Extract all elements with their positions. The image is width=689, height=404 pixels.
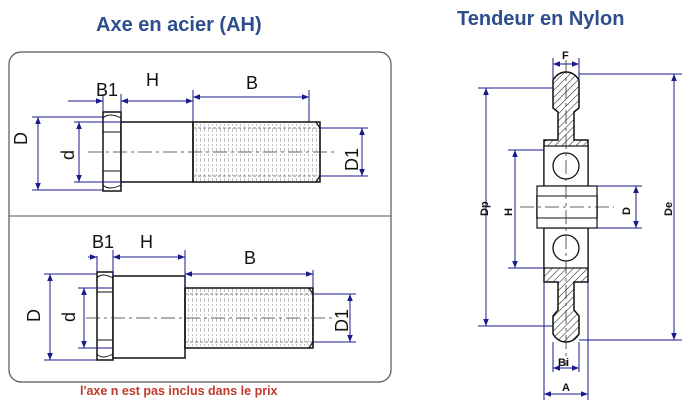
sprocket-f-label: F bbox=[562, 50, 569, 62]
top-axle-drawing bbox=[88, 111, 338, 192]
sprocket-d-label: D bbox=[621, 207, 633, 215]
bottom-d-lower-label: d bbox=[59, 312, 79, 322]
bottom-d-upper-label: D bbox=[24, 309, 44, 322]
bottom-b-label: B bbox=[244, 248, 256, 268]
top-b-label: B bbox=[246, 73, 258, 93]
top-d1-label: D1 bbox=[342, 148, 362, 171]
sprocket-bi-label: Bi bbox=[558, 357, 569, 369]
top-h-label: H bbox=[146, 70, 159, 90]
bottom-b1-label: B1 bbox=[92, 232, 114, 252]
steel-axle-title: Axe en acier (AH) bbox=[96, 14, 262, 36]
sprocket-dp-label: Dp bbox=[479, 201, 491, 216]
price-note: l'axe n est pas inclus dans le prix bbox=[80, 384, 278, 398]
sprocket-dimensions bbox=[478, 58, 682, 400]
axle-panel-border bbox=[8, 51, 392, 383]
bottom-d1-label: D1 bbox=[332, 309, 352, 332]
nylon-tensioner-title: Tendeur en Nylon bbox=[457, 8, 625, 30]
top-d-lower-label: d bbox=[58, 150, 78, 160]
bottom-axle-dimensions bbox=[44, 250, 356, 361]
bottom-axle-drawing bbox=[86, 271, 332, 361]
top-b1-label: B1 bbox=[96, 80, 118, 100]
sprocket-h-label: H bbox=[503, 208, 515, 216]
sprocket-section bbox=[520, 60, 614, 366]
sprocket-de-label: De bbox=[663, 202, 675, 216]
top-axle-dimensions bbox=[32, 90, 368, 191]
bottom-h-label: H bbox=[140, 232, 153, 252]
top-d-upper-label: D bbox=[11, 132, 31, 145]
sprocket-a-label: A bbox=[562, 382, 570, 394]
